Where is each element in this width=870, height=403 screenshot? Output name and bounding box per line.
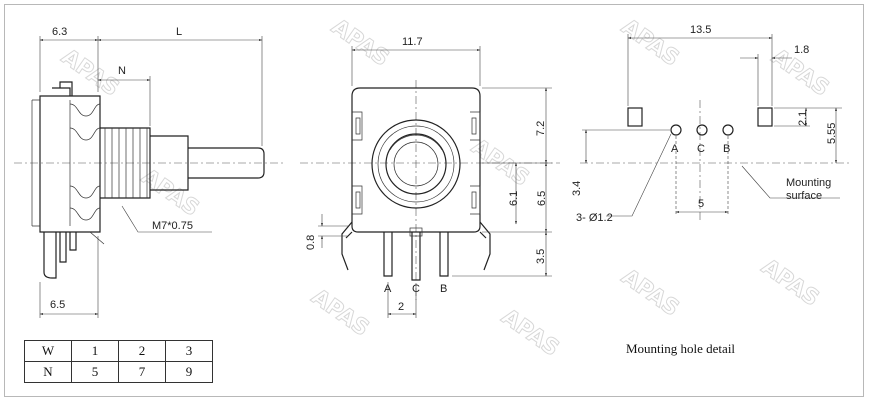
watermark: APAS — [757, 254, 824, 311]
hole-a-label: A — [671, 143, 679, 155]
table-row: N 5 7 9 — [24, 361, 213, 383]
thread-bushing — [100, 127, 151, 199]
w-n-table: W 1 2 3 N 5 7 9 — [24, 340, 213, 383]
hole-b-label: B — [723, 143, 730, 155]
thread-lines — [104, 128, 148, 198]
table-row: W 1 2 3 — [24, 340, 213, 362]
right-leg — [479, 221, 491, 271]
table-cell: 7 — [118, 361, 166, 383]
terminal-base — [409, 227, 423, 237]
table-cell: 5 — [71, 361, 119, 383]
thread-leader — [121, 205, 212, 233]
flat-arc — [389, 134, 443, 151]
mounting-pad-left — [627, 107, 643, 127]
table-cell: 2 — [118, 340, 166, 362]
hole-a — [670, 124, 682, 136]
leg-line — [89, 231, 105, 245]
surface-leader — [741, 165, 840, 199]
hole-detail-caption: Mounting hole detail — [626, 341, 735, 356]
dim-6-1: 6.1 — [508, 191, 520, 206]
hole-detail: A C B 13.5 1.8 2.1 5.55 3.4 5 3- Ø1.2 Mo — [571, 24, 850, 356]
dim-1-8: 1.8 — [794, 44, 809, 56]
spring-bottom — [69, 185, 101, 221]
shaft — [188, 147, 265, 179]
watermark: APAS — [57, 44, 124, 101]
holes-label: 3- Ø1.2 — [576, 212, 613, 224]
table-cell: N — [24, 361, 72, 383]
dim-3-5: 3.5 — [535, 249, 547, 264]
side-view: 6.3 L N 6.5 M7*0.75 — [14, 26, 285, 318]
table-cell: 3 — [165, 340, 213, 362]
watermark: APAS — [307, 284, 374, 341]
drawing-frame — [4, 4, 864, 397]
dim-5: 5 — [698, 198, 704, 210]
dim-6-5: 6.5 — [50, 299, 65, 311]
front-view: 11.7 7.2 6.1 6.5 3.5 0.8 A C B 2 — [300, 36, 560, 318]
dim-6-3: 6.3 — [52, 26, 67, 38]
hole-c-label: C — [697, 143, 705, 155]
top-bracket — [52, 81, 73, 96]
mounting-surface-label-1: Mounting — [786, 177, 831, 189]
shaft-circle — [385, 133, 447, 195]
pin-center — [59, 232, 77, 263]
body-outline — [39, 95, 101, 233]
tab-slots — [355, 117, 477, 209]
pin-b-label: B — [440, 283, 447, 295]
dim-7-2: 7.2 — [535, 121, 547, 136]
mounting-pad-right — [757, 107, 773, 127]
hole-c — [696, 124, 708, 136]
left-leg — [341, 221, 353, 271]
dim-0-8: 0.8 — [305, 235, 317, 250]
watermark: APAS — [617, 264, 684, 321]
terminals — [383, 232, 449, 281]
back-plate — [31, 99, 40, 227]
thread-label: M7*0.75 — [152, 220, 193, 232]
dim-6-5: 6.5 — [536, 191, 548, 206]
outer-ring — [371, 119, 461, 209]
watermark: APAS — [497, 304, 564, 361]
spring-top — [69, 103, 101, 141]
table-cell: W — [24, 340, 72, 362]
table-cell: 9 — [165, 361, 213, 383]
watermark-layer: APAS APAS APAS APAS APAS APAS APAS APAS … — [56, 14, 834, 362]
bushing-ring — [377, 125, 455, 203]
dim-n: N — [118, 65, 126, 77]
holes-leader — [606, 133, 672, 217]
dim-l: L — [176, 26, 182, 38]
dim-2: 2 — [398, 301, 404, 313]
watermark: APAS — [327, 14, 394, 71]
mounting-surface-label-2: surface — [786, 190, 822, 202]
collar — [150, 135, 189, 191]
watermark: APAS — [137, 164, 204, 221]
dim-13-5: 13.5 — [690, 24, 711, 36]
table-cell: 1 — [71, 340, 119, 362]
housing-outline — [351, 87, 481, 233]
side-tabs — [352, 111, 481, 215]
watermark: APAS — [617, 14, 684, 71]
dim-11-7: 11.7 — [402, 36, 423, 48]
dim-5-55: 5.55 — [826, 123, 838, 144]
pin-left — [43, 232, 57, 279]
hole-b — [722, 124, 734, 136]
dim-2-1: 2.1 — [797, 111, 809, 126]
dim-3-4: 3.4 — [571, 181, 583, 196]
inner-circle — [393, 141, 439, 187]
